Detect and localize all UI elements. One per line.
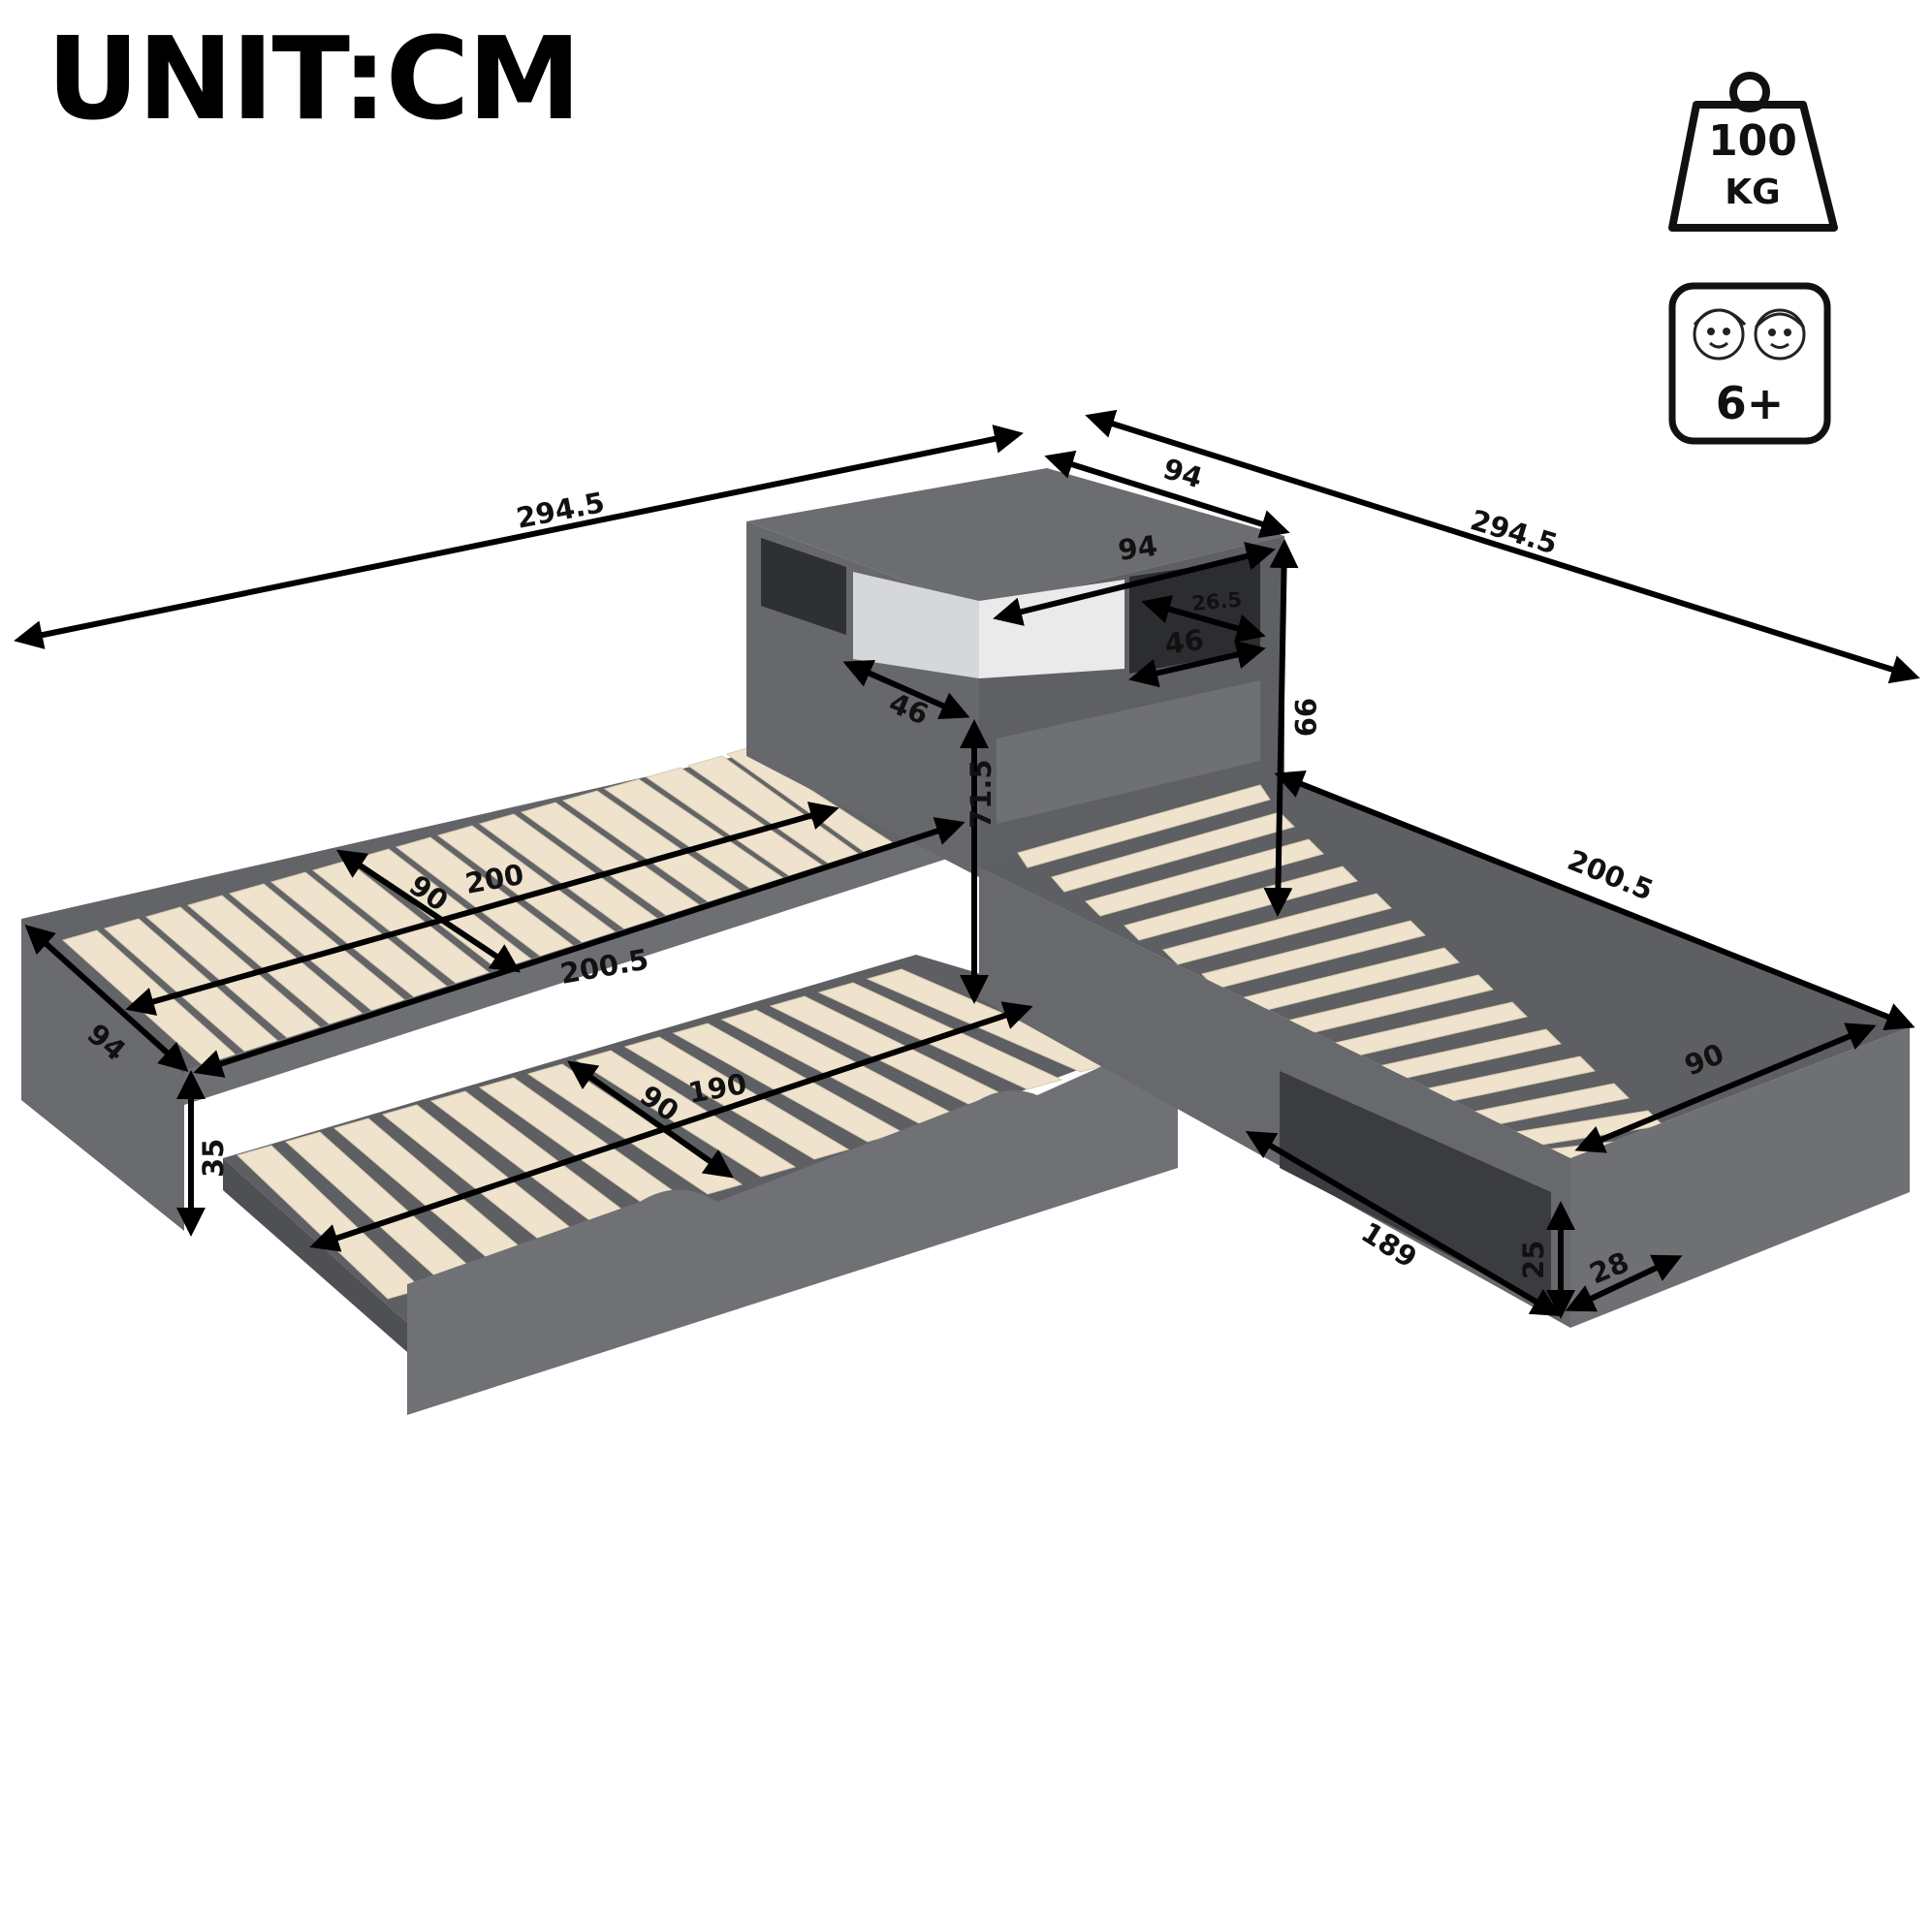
children-faces-icon — [1693, 308, 1806, 361]
age-value: 6+ — [1716, 377, 1785, 429]
weight-value: 100 — [1708, 116, 1797, 166]
weight-icon — [1668, 72, 1838, 232]
dim-drawer-height: 25 — [1517, 1241, 1550, 1279]
dim-left-bed-height: 35 — [197, 1139, 230, 1178]
dim-cabinet-shelf-height: 26.5 — [1190, 588, 1243, 615]
dim-cabinet-shelf-depth: 46 — [1162, 623, 1206, 661]
weight-unit: KG — [1725, 173, 1780, 212]
dim-cabinet-width-top: 94 — [1159, 452, 1207, 494]
unit-title: UNIT:CM — [47, 12, 582, 145]
dim-cabinet-height: 99 — [1288, 698, 1321, 737]
dim-cabinet-inner-width: 94 — [1116, 529, 1159, 567]
dimension-lines — [14, 409, 1920, 1319]
dim-cabinet-bed-height: 71.5 — [965, 759, 998, 829]
age-badge: 6+ — [1668, 282, 1831, 445]
weight-badge: 100 KG — [1668, 72, 1838, 232]
